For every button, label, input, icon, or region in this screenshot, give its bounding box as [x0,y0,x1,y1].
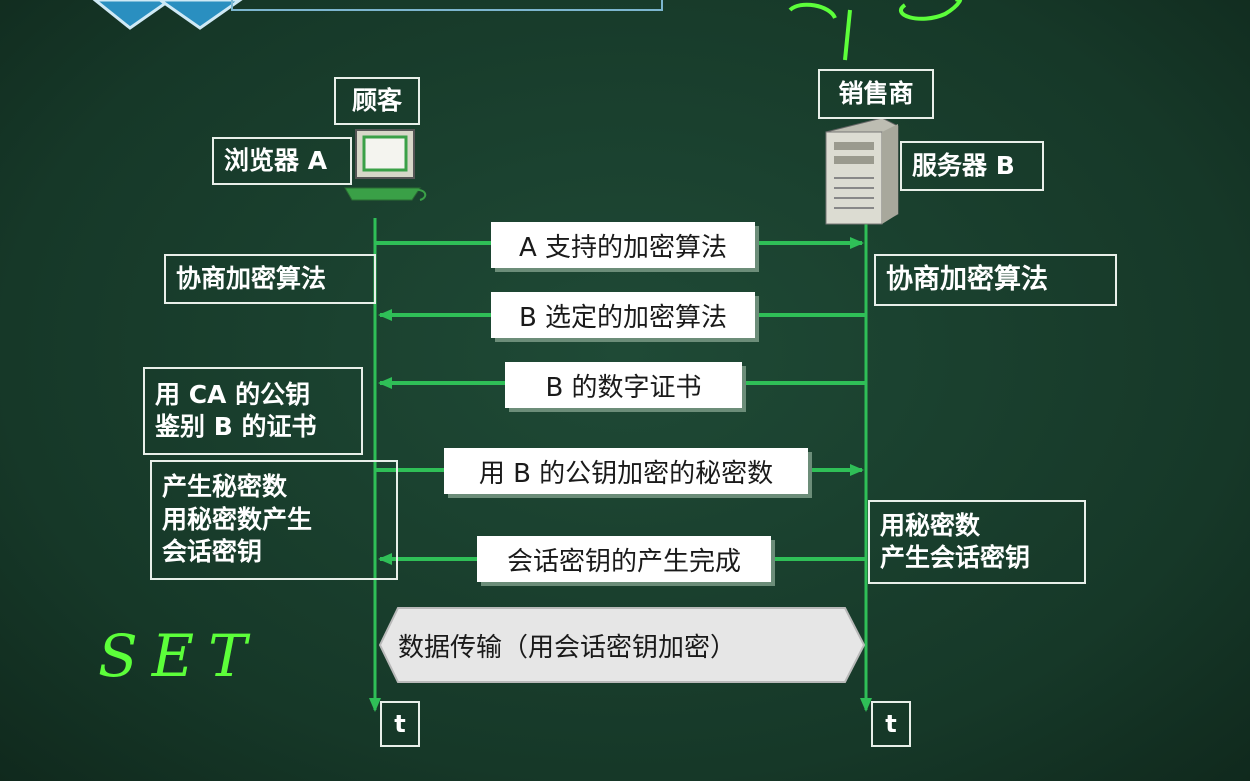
handwriting-scribble [788,0,963,61]
merchant-negotiate-label: 协商加密算法 [874,254,1117,306]
customer-role-label: 顾客 [334,77,420,125]
customer-time-label: t [380,701,420,747]
customer-verify-label: 用 CA 的公钥 鉴别 B 的证书 [143,367,363,455]
header-decoration [92,0,663,30]
message-label: B 选定的加密算法 [491,292,755,338]
server-b-label: 服务器 B [900,141,1044,191]
customer-generate-label: 产生秘密数 用秘密数产生 会话密钥 [150,460,398,580]
computer-icon [344,129,427,201]
merchant-time-label: t [871,701,911,747]
merchant-role-label: 销售商 [818,69,934,119]
merchant-generate-label: 用秘密数 产生会话密钥 [868,500,1086,584]
message-label: 数据传输（用会话密钥加密） [398,632,737,663]
message-label: 用 B 的公钥加密的秘密数 [444,448,808,494]
set-annotation: SET [98,622,261,690]
customer-negotiate-label: 协商加密算法 [164,254,376,304]
message-label: B 的数字证书 [505,362,742,408]
data-transfer-arrow [378,607,866,683]
message-label: 会话密钥的产生完成 [477,536,771,582]
server-icon [825,117,899,225]
browser-a-label: 浏览器 A [212,137,352,185]
message-label: A 支持的加密算法 [491,222,755,268]
